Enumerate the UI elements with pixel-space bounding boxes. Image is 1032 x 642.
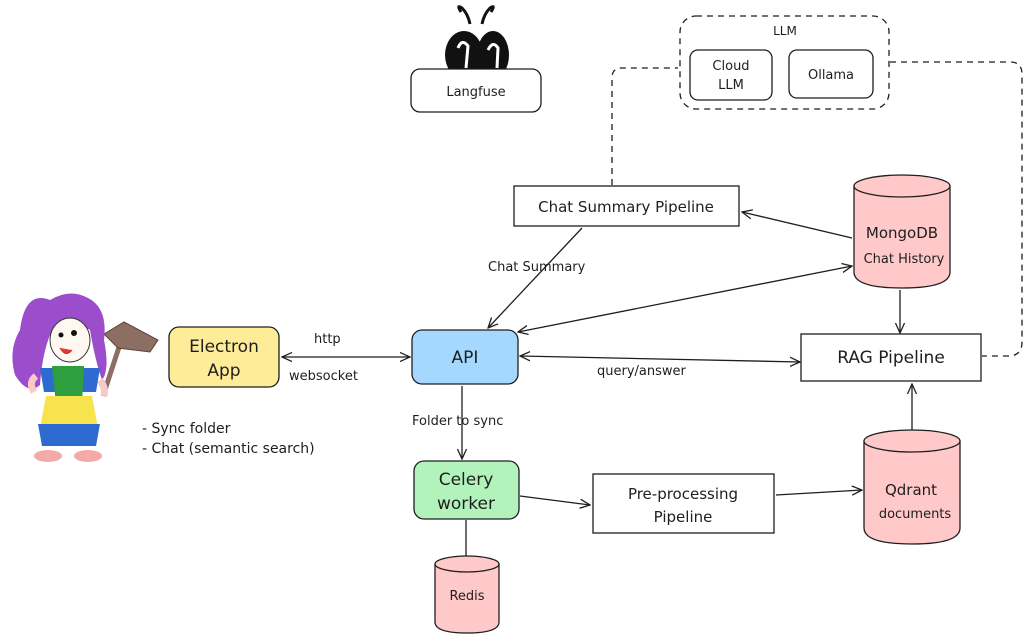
- note-chat-semantic-search: - Chat (semantic search): [142, 441, 315, 457]
- qdrant-label-1: Qdrant: [885, 481, 937, 499]
- qdrant-node: Qdrant documents: [863, 429, 961, 545]
- chat-summary-pipeline-label: Chat Summary Pipeline: [538, 198, 714, 216]
- mongodb-node: MongoDB Chat History: [853, 174, 951, 289]
- cloud-llm-node: [689, 49, 773, 101]
- edge-label-query-answer: query/answer: [597, 364, 687, 379]
- edge-summary-to-api: [488, 227, 583, 328]
- mongodb-label-1: MongoDB: [866, 224, 938, 242]
- qdrant-label-2: documents: [879, 507, 952, 522]
- cloud-llm-label-1: Cloud: [712, 59, 749, 74]
- langfuse-logo-icon: [445, 5, 509, 79]
- api-node: API: [411, 329, 519, 385]
- edge-api-mongo: [518, 266, 852, 332]
- preprocessing-pipeline-node: Pre-processing Pipeline: [592, 473, 775, 534]
- llm-group: LLM Cloud LLM Ollama: [679, 15, 890, 110]
- langfuse-node: Langfuse: [410, 5, 542, 113]
- edge-preproc-to-qdrant: [775, 490, 862, 495]
- preprocessing-label-1: Pre-processing: [628, 485, 738, 503]
- edge-mongo-to-summary: [742, 212, 853, 239]
- edges: [282, 212, 912, 556]
- cloud-llm-label-2: LLM: [718, 78, 744, 93]
- edge-celery-to-preproc: [519, 495, 590, 505]
- redis-label: Redis: [449, 589, 484, 604]
- electron-app-label-1: Electron: [189, 337, 259, 357]
- edge-label-http: http: [314, 332, 341, 347]
- llm-group-label: LLM: [773, 24, 797, 38]
- rag-pipeline-label: RAG Pipeline: [837, 348, 945, 368]
- edge-label-chat-summary: Chat Summary: [488, 260, 586, 275]
- electron-app-node: Electron App: [168, 326, 280, 388]
- user-character-icon: [12, 293, 159, 462]
- redis-node: Redis: [434, 555, 500, 634]
- note-sync-folder: - Sync folder: [142, 421, 231, 437]
- preprocessing-label-2: Pipeline: [654, 508, 713, 526]
- edge-api-rag: [520, 356, 800, 362]
- celery-worker-label-2: worker: [437, 494, 495, 514]
- api-label: API: [452, 348, 479, 368]
- chat-summary-pipeline-node: Chat Summary Pipeline: [513, 185, 740, 227]
- electron-app-label-2: App: [207, 361, 240, 381]
- celery-worker-label-1: Celery: [439, 470, 494, 490]
- langfuse-label: Langfuse: [446, 85, 505, 100]
- celery-worker-node: Celery worker: [413, 460, 520, 520]
- ollama-node: [788, 49, 874, 99]
- llm-dashed-links: [611, 61, 1023, 357]
- edge-label-folder-to-sync: Folder to sync: [412, 414, 503, 429]
- mongodb-label-2: Chat History: [864, 252, 945, 267]
- rag-pipeline-node: RAG Pipeline: [800, 333, 982, 382]
- ollama-label: Ollama: [808, 68, 854, 83]
- edge-label-websocket: websocket: [289, 369, 358, 384]
